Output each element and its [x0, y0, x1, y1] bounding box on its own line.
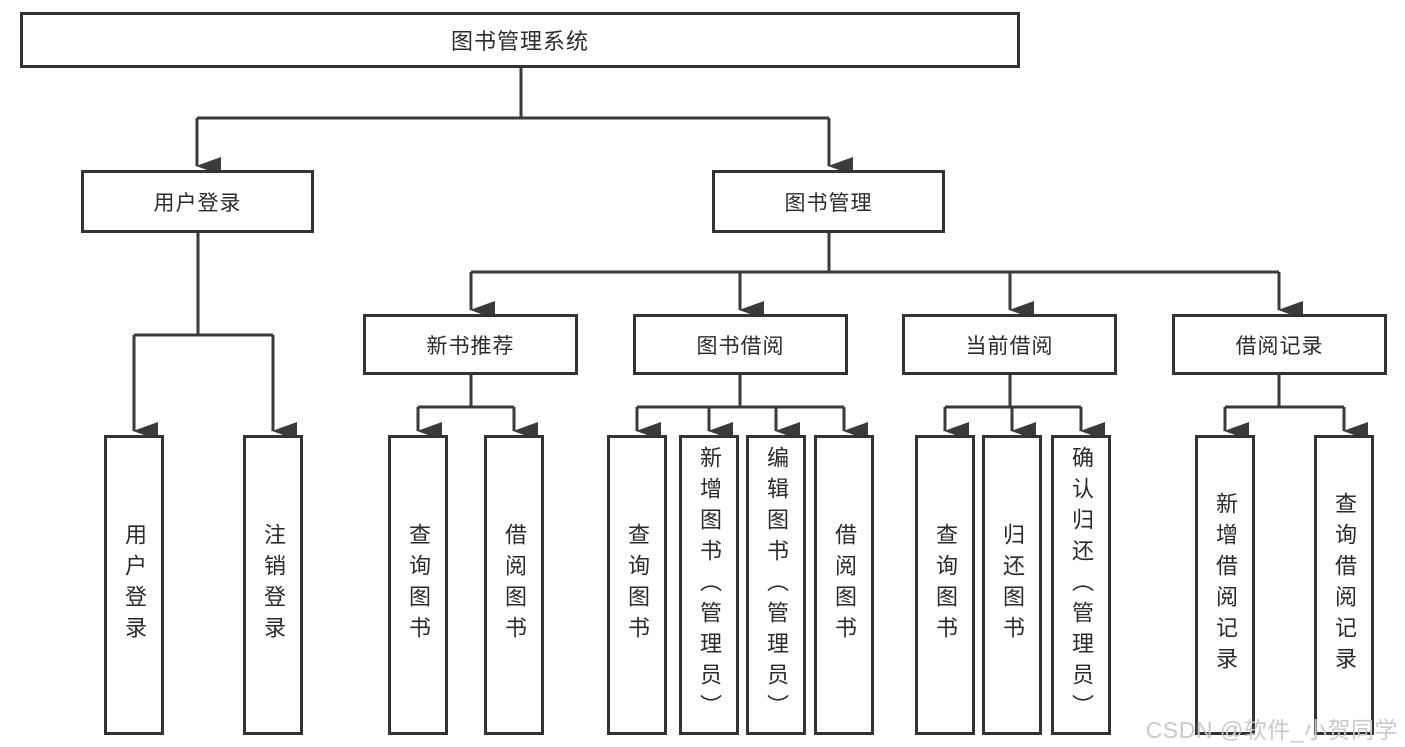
node-label: 用户登录: [153, 191, 242, 215]
leaf-logout: 注销登录: [243, 435, 303, 735]
leaf-borrow-books-1: 借阅图书: [484, 435, 544, 735]
node-label: 借阅记录: [1235, 334, 1324, 358]
node-label: 查询图书: [625, 523, 650, 647]
node-label: 用户登录: [122, 523, 147, 647]
connector-userlogin-trunk: [134, 233, 273, 337]
leaf-query-books-2: 查询图书: [607, 435, 667, 735]
node-label: 确认归还（管理员）: [1069, 445, 1094, 725]
node-label: 查询图书: [406, 523, 431, 647]
leaf-return-books: 归还图书: [982, 435, 1042, 735]
node-label: 新增借阅记录: [1213, 492, 1238, 678]
connector-root-trunk: [197, 68, 829, 120]
node-label: 归还图书: [1000, 523, 1025, 647]
node-current-borrowing: 当前借阅: [902, 314, 1117, 375]
node-user-login-module: 用户登录: [81, 170, 314, 233]
leaf-user-login: 用户登录: [104, 435, 164, 735]
node-label: 编辑图书（管理员）: [764, 445, 789, 725]
leaf-confirm-return-admin: 确认归还（管理员）: [1051, 435, 1111, 735]
node-book-management-module: 图书管理: [712, 170, 945, 233]
connector-newbook-trunk: [418, 375, 514, 409]
node-new-book-recommendation: 新书推荐: [363, 314, 578, 375]
node-label: 图书管理系统: [450, 29, 589, 54]
node-label: 新增图书（管理员）: [697, 445, 722, 725]
connector-borrow-trunk: [637, 375, 844, 409]
leaf-edit-books-admin: 编辑图书（管理员）: [746, 435, 806, 735]
node-label: 注销登录: [261, 523, 286, 647]
connector-bookmgmt-trunk: [471, 233, 1279, 274]
connector-current-trunk: [945, 375, 1081, 409]
leaf-borrow-books-2: 借阅图书: [814, 435, 874, 735]
node-label: 借阅图书: [832, 523, 857, 647]
leaf-add-borrow-record: 新增借阅记录: [1195, 435, 1255, 735]
node-book-borrowing: 图书借阅: [633, 314, 848, 375]
connector-records-trunk: [1225, 375, 1344, 409]
csdn-watermark: CSDN @软件_小贺同学: [1145, 717, 1398, 743]
node-label: 图书管理: [784, 191, 873, 215]
node-borrowing-records: 借阅记录: [1172, 314, 1387, 375]
node-label: 查询图书: [933, 523, 958, 647]
leaf-add-books-admin: 新增图书（管理员）: [679, 435, 739, 735]
node-library-management-system: 图书管理系统: [20, 12, 1020, 68]
leaf-query-books-1: 查询图书: [388, 435, 448, 735]
node-label: 借阅图书: [502, 523, 527, 647]
node-label: 新书推荐: [426, 334, 515, 358]
node-label: 查询借阅记录: [1332, 492, 1357, 678]
leaf-query-books-3: 查询图书: [915, 435, 975, 735]
leaf-query-borrow-record: 查询借阅记录: [1314, 435, 1374, 735]
node-label: 图书借阅: [696, 334, 785, 358]
node-label: 当前借阅: [965, 334, 1054, 358]
